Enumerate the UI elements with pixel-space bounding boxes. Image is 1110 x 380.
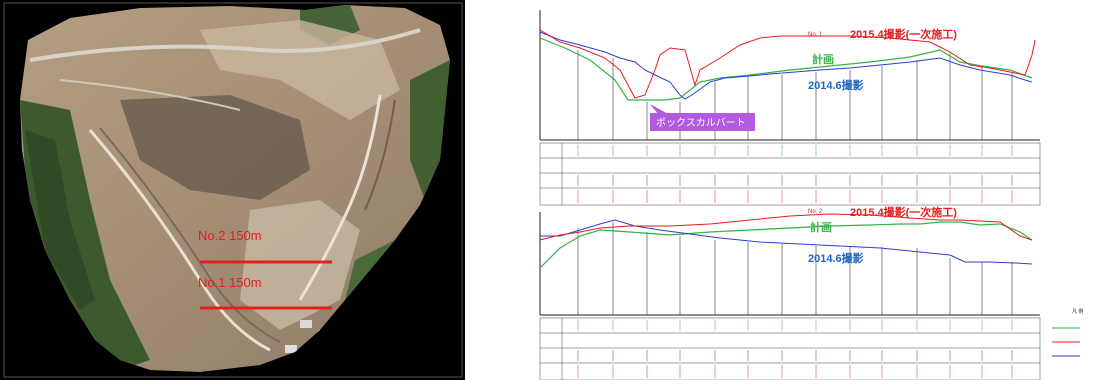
survey-2014-line-no1 [539, 31, 1033, 100]
photo-2014-label: 2014.6撮影 [808, 251, 864, 265]
aerial-photo: No.2 150m No.1 150m [0, 0, 465, 380]
legend: 凡 例 [1052, 308, 1083, 357]
profile-no-label: No. 1 [808, 32, 823, 38]
section-label-no2: No.2 150m [198, 228, 262, 243]
callout-pointer [650, 104, 668, 114]
photo-2015-label: 2015.4撮影(一次施工) [850, 205, 957, 219]
survey-2015-line-no2 [539, 213, 1033, 241]
legend-title: 凡 例 [1072, 308, 1083, 315]
cross-section-drawing: No. 1 2015.4撮影(一次施工) 計画 2014.6撮影 ボックスカルバ… [539, 10, 1083, 380]
plan-line-no1 [539, 37, 1033, 101]
data-table-no2 [539, 317, 1041, 380]
plan-label: 計画 [810, 220, 832, 234]
plan-label: 計画 [812, 52, 834, 66]
profile-no2: No. 2 2015.4撮影(一次施工) 計画 2014.6撮影 [539, 205, 1040, 316]
plan-line-no2 [539, 221, 1033, 269]
survey-2015-line-no1 [539, 29, 1036, 99]
photo-2014-label: 2014.6撮影 [808, 78, 864, 92]
survey-2014-line-no2 [540, 219, 1033, 265]
data-table-no1 [539, 142, 1041, 206]
callout-box [650, 113, 755, 131]
callout-label: ボックスカルバート [656, 117, 746, 129]
profile-no-label: No. 2 [808, 209, 823, 215]
section-label-no1: No.1 150m [198, 275, 262, 290]
photo-2015-label: 2015.4撮影(一次施工) [850, 27, 957, 41]
profile-no1: No. 1 2015.4撮影(一次施工) 計画 2014.6撮影 ボックスカルバ… [539, 10, 1040, 141]
